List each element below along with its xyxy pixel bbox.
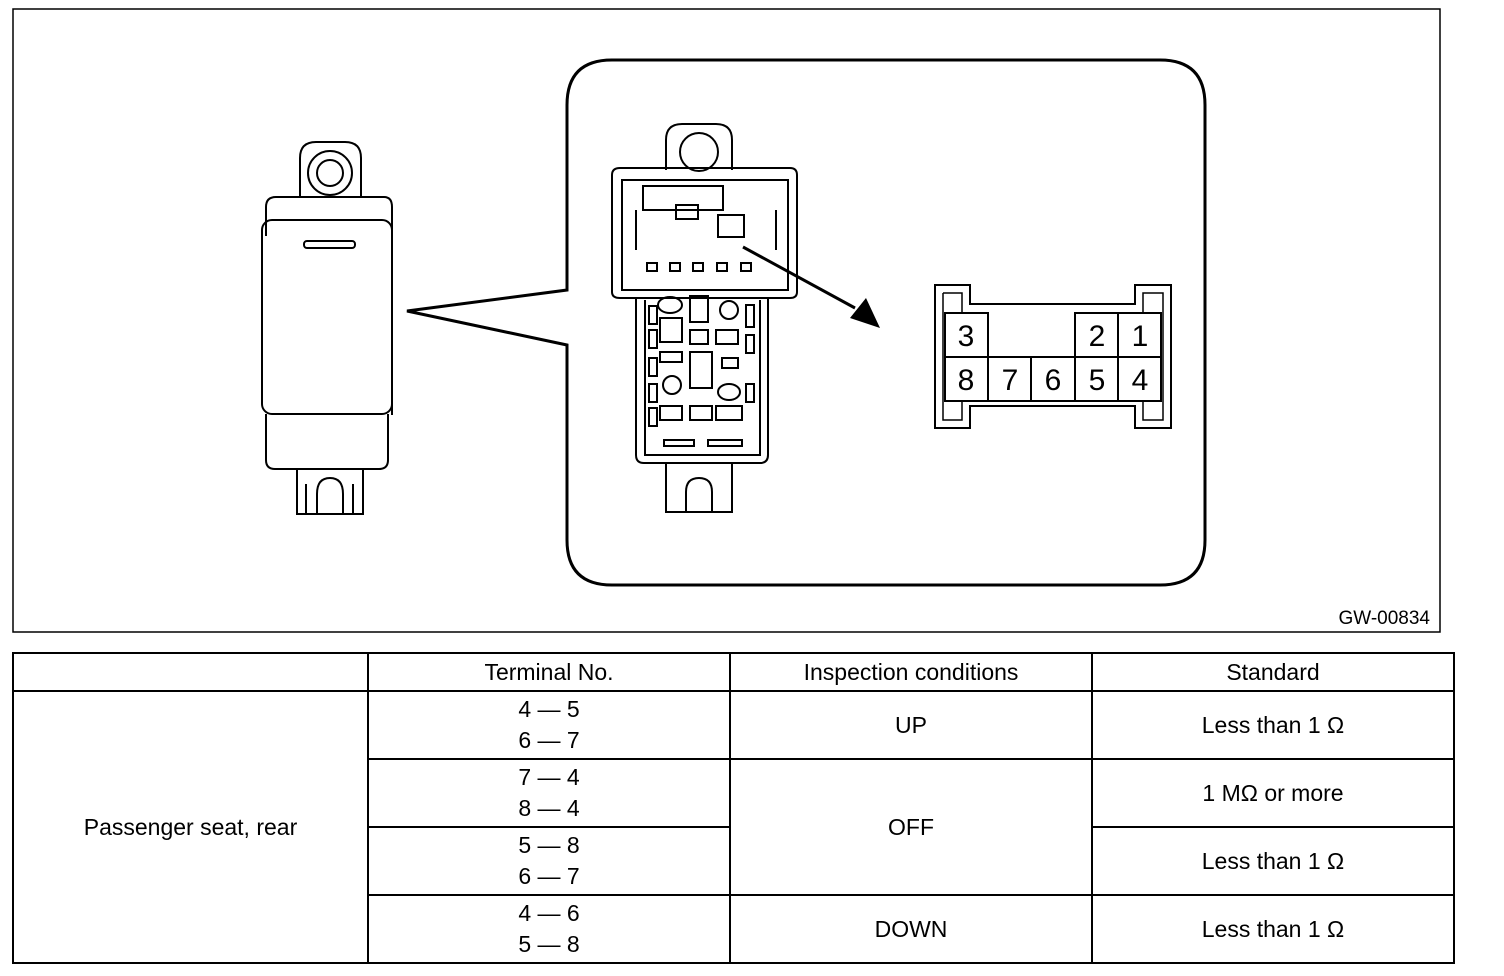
terminal-cell: 4 — 6 5 — 8 bbox=[367, 894, 731, 964]
terminal-cell: 5 — 8 6 — 7 bbox=[367, 826, 731, 896]
pin-8-label: 8 bbox=[958, 364, 975, 397]
standard-cell: Less than 1 Ω bbox=[1091, 894, 1455, 964]
table-row: 7 — 4 8 — 4 OFF 1 MΩ or more bbox=[13, 758, 1455, 896]
table-row: 5 — 8 6 — 7 Less than 1 Ω bbox=[13, 826, 1455, 896]
pin-5-label: 5 bbox=[1089, 364, 1106, 397]
terminal-pair: 8 — 4 bbox=[518, 795, 580, 821]
pin-2-label: 2 bbox=[1089, 320, 1106, 353]
terminal-layout: 3 2 1 8 7 6 5 4 bbox=[934, 284, 1172, 429]
terminal-cell: 4 — 5 6 — 7 bbox=[367, 690, 731, 760]
table-row: 4 — 6 5 — 8 DOWN Less than 1 Ω bbox=[13, 894, 1455, 964]
header-item bbox=[12, 652, 369, 692]
header-terminal-no: Terminal No. bbox=[367, 652, 731, 692]
switch-exterior bbox=[261, 141, 393, 515]
terminal-pair: 5 — 8 bbox=[518, 931, 580, 957]
pin-7-label: 7 bbox=[1002, 364, 1019, 397]
arrow-icon bbox=[742, 245, 880, 328]
condition-cell: UP bbox=[729, 690, 1093, 760]
header-standard: Standard bbox=[1091, 652, 1455, 692]
terminal-cell: 7 — 4 8 — 4 bbox=[367, 758, 731, 828]
standard-cell: Less than 1 Ω bbox=[1091, 826, 1455, 896]
terminal-pair: 7 — 4 bbox=[518, 764, 580, 790]
pin-1-label: 1 bbox=[1132, 320, 1149, 353]
terminal-pair: 4 — 6 bbox=[518, 900, 580, 926]
table-row: Passenger seat, rear 4 — 5 6 — 7 UP Less… bbox=[12, 690, 1455, 964]
standard-cell: 1 MΩ or more bbox=[1091, 758, 1455, 828]
pin-4-label: 4 bbox=[1132, 364, 1149, 397]
switch-connector-view bbox=[611, 123, 798, 513]
terminal-pair: 6 — 7 bbox=[518, 727, 580, 753]
figure-frame bbox=[12, 8, 1441, 633]
standard-cell: Less than 1 Ω bbox=[1091, 690, 1455, 760]
table-header-row: Terminal No. Inspection conditions Stand… bbox=[12, 652, 1455, 692]
callout-balloon bbox=[406, 58, 1207, 587]
terminal-pair: 4 — 5 bbox=[518, 696, 580, 722]
item-cell: Passenger seat, rear bbox=[12, 690, 369, 964]
header-inspection-conditions: Inspection conditions bbox=[729, 652, 1093, 692]
figure-code: GW-00834 bbox=[1338, 608, 1430, 629]
pin-6-label: 6 bbox=[1045, 364, 1062, 397]
terminal-pair: 5 — 8 bbox=[518, 832, 580, 858]
switch-diagram: 3 2 1 8 7 6 5 4 GW-00834 bbox=[12, 8, 1441, 633]
condition-cell: OFF bbox=[729, 758, 1093, 896]
terminal-pair: 6 — 7 bbox=[518, 863, 580, 889]
pin-3-label: 3 bbox=[958, 320, 975, 353]
inspection-table: Terminal No. Inspection conditions Stand… bbox=[12, 652, 1455, 964]
condition-cell: DOWN bbox=[729, 894, 1093, 964]
